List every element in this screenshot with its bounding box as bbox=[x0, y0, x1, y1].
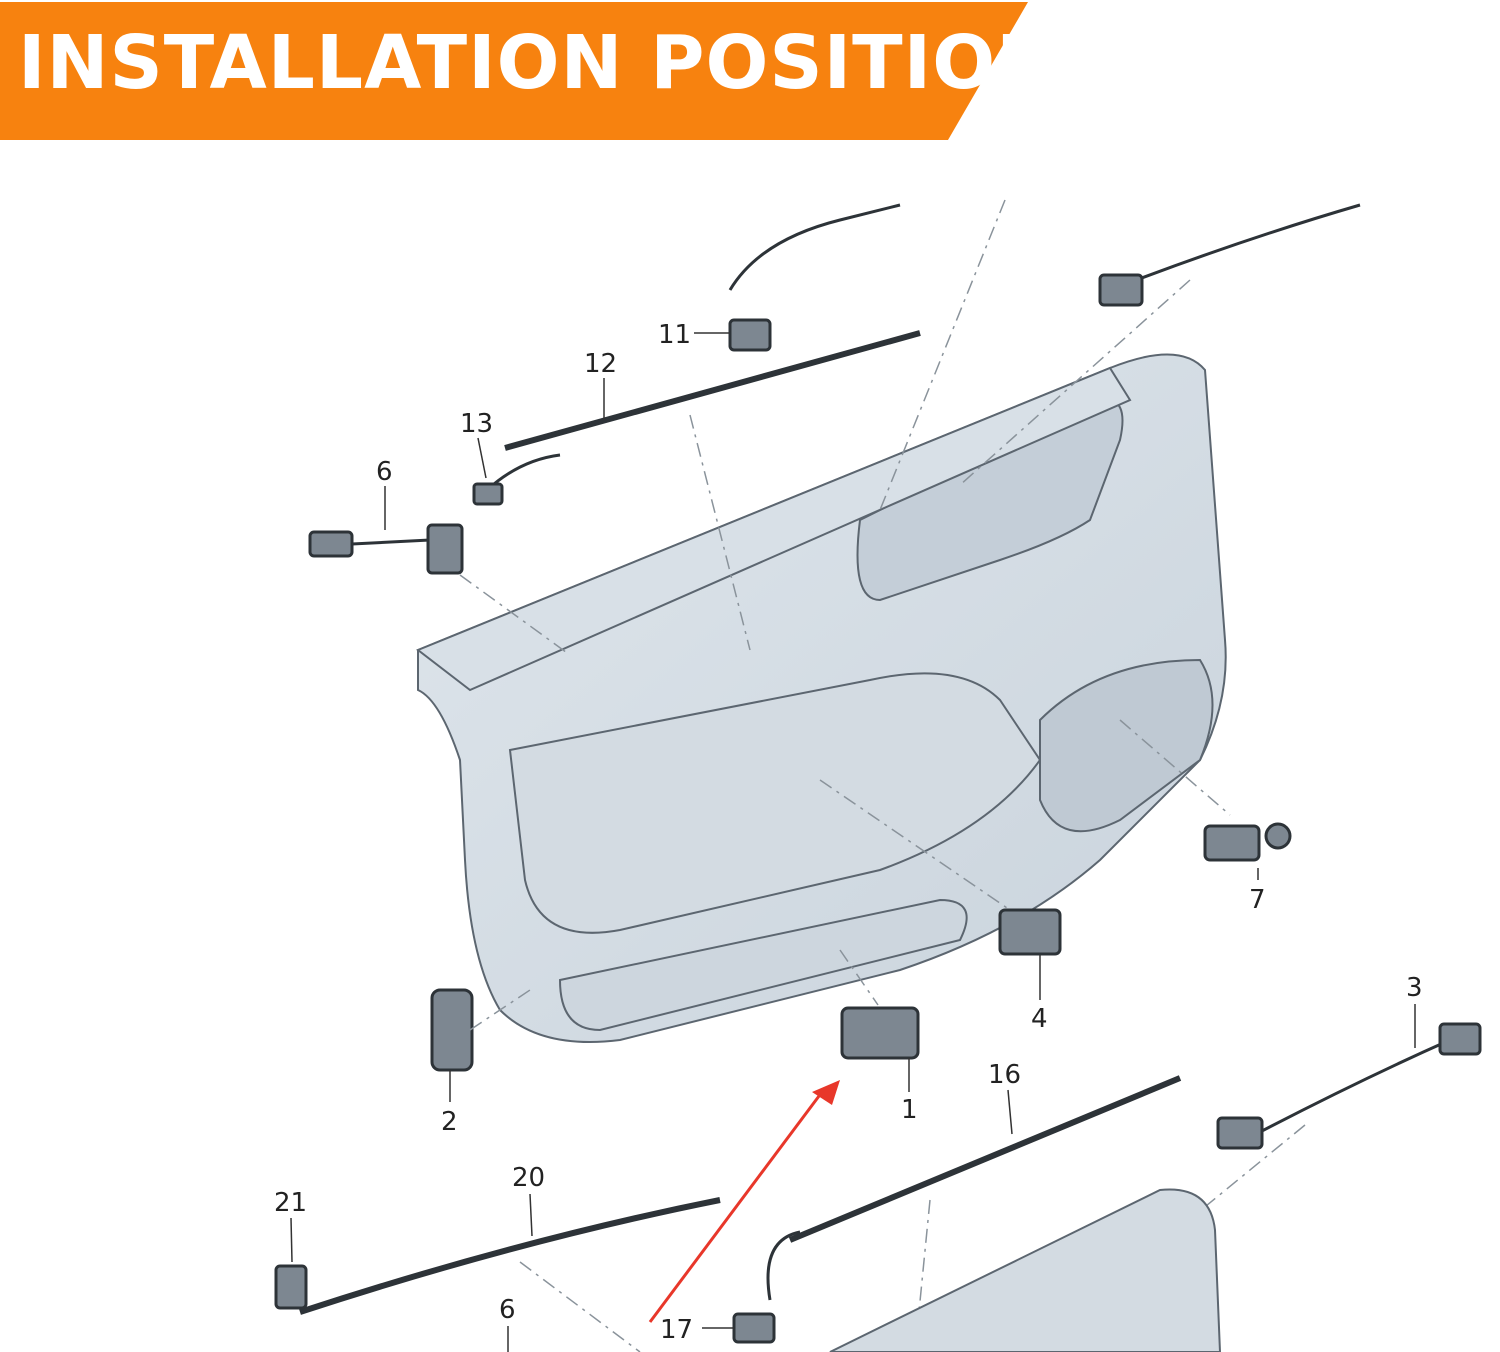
arrow-head bbox=[812, 1080, 840, 1105]
arrow-shaft bbox=[648, 1091, 824, 1323]
guide-line-6a bbox=[459, 574, 571, 656]
callout-13: 13 bbox=[460, 409, 493, 439]
pocket-light-2 bbox=[430, 988, 474, 1072]
door-trim-panel bbox=[416, 353, 1227, 1043]
leader-16 bbox=[1007, 1089, 1013, 1135]
callouts bbox=[290, 332, 1416, 1352]
installation-arrow bbox=[648, 1080, 840, 1323]
guide-line-12 bbox=[689, 414, 751, 651]
callout-1: 1 bbox=[901, 1095, 918, 1125]
connector-3a bbox=[1216, 1116, 1264, 1150]
light-strip-16 bbox=[788, 1075, 1182, 1243]
callout-3: 3 bbox=[1406, 973, 1423, 1003]
door-armrest bbox=[508, 672, 1042, 934]
callout-11: 11 bbox=[658, 320, 691, 350]
connector-top-right bbox=[1098, 273, 1144, 307]
guide-line-6b bbox=[519, 1261, 641, 1352]
harness-17 bbox=[766, 1230, 801, 1301]
lower-door-panel bbox=[829, 1188, 1222, 1352]
guide-line-7 bbox=[1119, 719, 1231, 816]
title-banner: INSTALLATION POSITION bbox=[0, 0, 1058, 140]
door-lower-pocket bbox=[558, 898, 968, 1032]
connector-6a bbox=[308, 530, 354, 558]
guide-line-2 bbox=[469, 989, 531, 1031]
parts-group bbox=[274, 203, 1482, 1344]
leader-13 bbox=[477, 437, 487, 479]
callout-6-upper: 6 bbox=[376, 457, 393, 487]
callout-21: 21 bbox=[274, 1188, 307, 1218]
sensor-7-lens bbox=[1264, 822, 1292, 850]
light-strip-12 bbox=[504, 330, 921, 451]
leader-20 bbox=[529, 1193, 533, 1237]
harness-3 bbox=[1259, 1038, 1451, 1134]
leader-21 bbox=[290, 1217, 293, 1263]
door-handle-recess bbox=[856, 398, 1124, 602]
connector-3b bbox=[1438, 1022, 1482, 1056]
connector-11 bbox=[728, 318, 772, 352]
switch-4 bbox=[998, 908, 1062, 956]
banner-shape bbox=[0, 2, 1028, 140]
harness-top-right bbox=[1109, 203, 1361, 292]
door-upper-strip bbox=[416, 366, 1132, 692]
connector-21 bbox=[274, 1264, 308, 1310]
callout-labels: 11 12 13 6 7 4 1 2 3 16 20 21 6 17 bbox=[274, 320, 1423, 1345]
sensor-7 bbox=[1203, 824, 1261, 862]
callout-16: 16 bbox=[988, 1060, 1021, 1090]
module-1 bbox=[840, 1006, 920, 1060]
banner-title: INSTALLATION POSITION bbox=[18, 20, 1060, 106]
harness-6a bbox=[351, 538, 431, 546]
banner-background bbox=[0, 2, 1028, 140]
callout-12: 12 bbox=[584, 349, 617, 379]
door-pull-pocket bbox=[1039, 658, 1214, 833]
connector-17 bbox=[732, 1312, 776, 1344]
guide-line-1 bbox=[839, 949, 879, 1006]
light-strip-20 bbox=[299, 1197, 721, 1315]
callout-6-lower: 6 bbox=[499, 1295, 516, 1325]
guide-line-right bbox=[959, 279, 1191, 486]
callout-7: 7 bbox=[1249, 885, 1266, 915]
harness-11 bbox=[728, 203, 901, 291]
callout-2: 2 bbox=[441, 1107, 458, 1137]
guide-line-4 bbox=[819, 779, 1011, 911]
callout-17: 17 bbox=[660, 1315, 693, 1345]
callout-4: 4 bbox=[1031, 1004, 1048, 1034]
guide-line-top bbox=[879, 199, 1006, 511]
connector-13 bbox=[472, 482, 504, 506]
callout-20: 20 bbox=[512, 1163, 545, 1193]
plug-6a bbox=[426, 523, 464, 575]
